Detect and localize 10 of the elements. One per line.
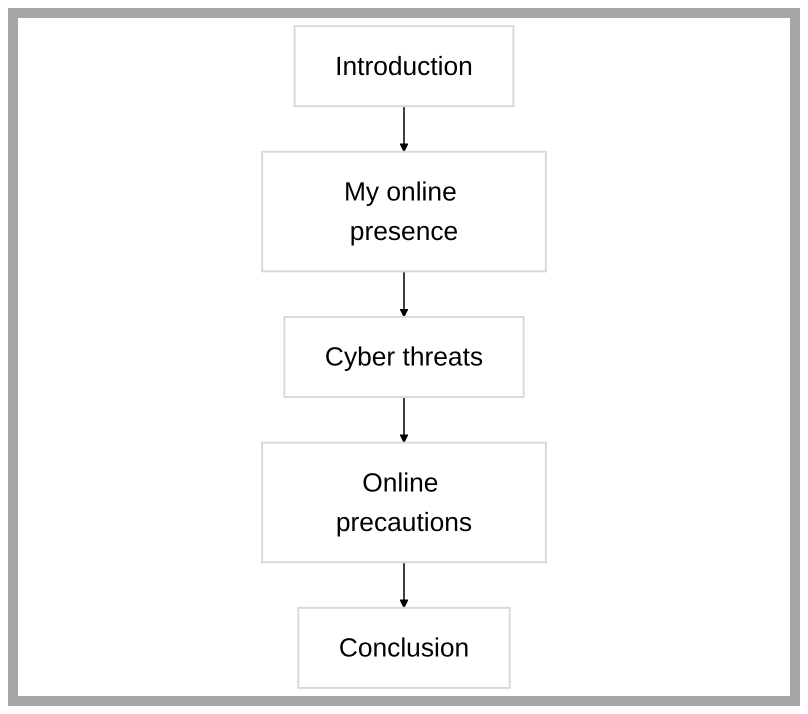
node-box <box>297 606 511 689</box>
arrow <box>400 271 408 318</box>
node-box <box>261 442 547 564</box>
node-box <box>261 150 547 272</box>
arrow <box>400 397 408 444</box>
node-box <box>283 316 525 398</box>
node-box <box>294 25 514 108</box>
arrow <box>400 562 408 608</box>
frame-border: Introduction My online presence Cyber threats Online precautions Conclusion <box>8 8 800 706</box>
arrow <box>400 106 408 152</box>
